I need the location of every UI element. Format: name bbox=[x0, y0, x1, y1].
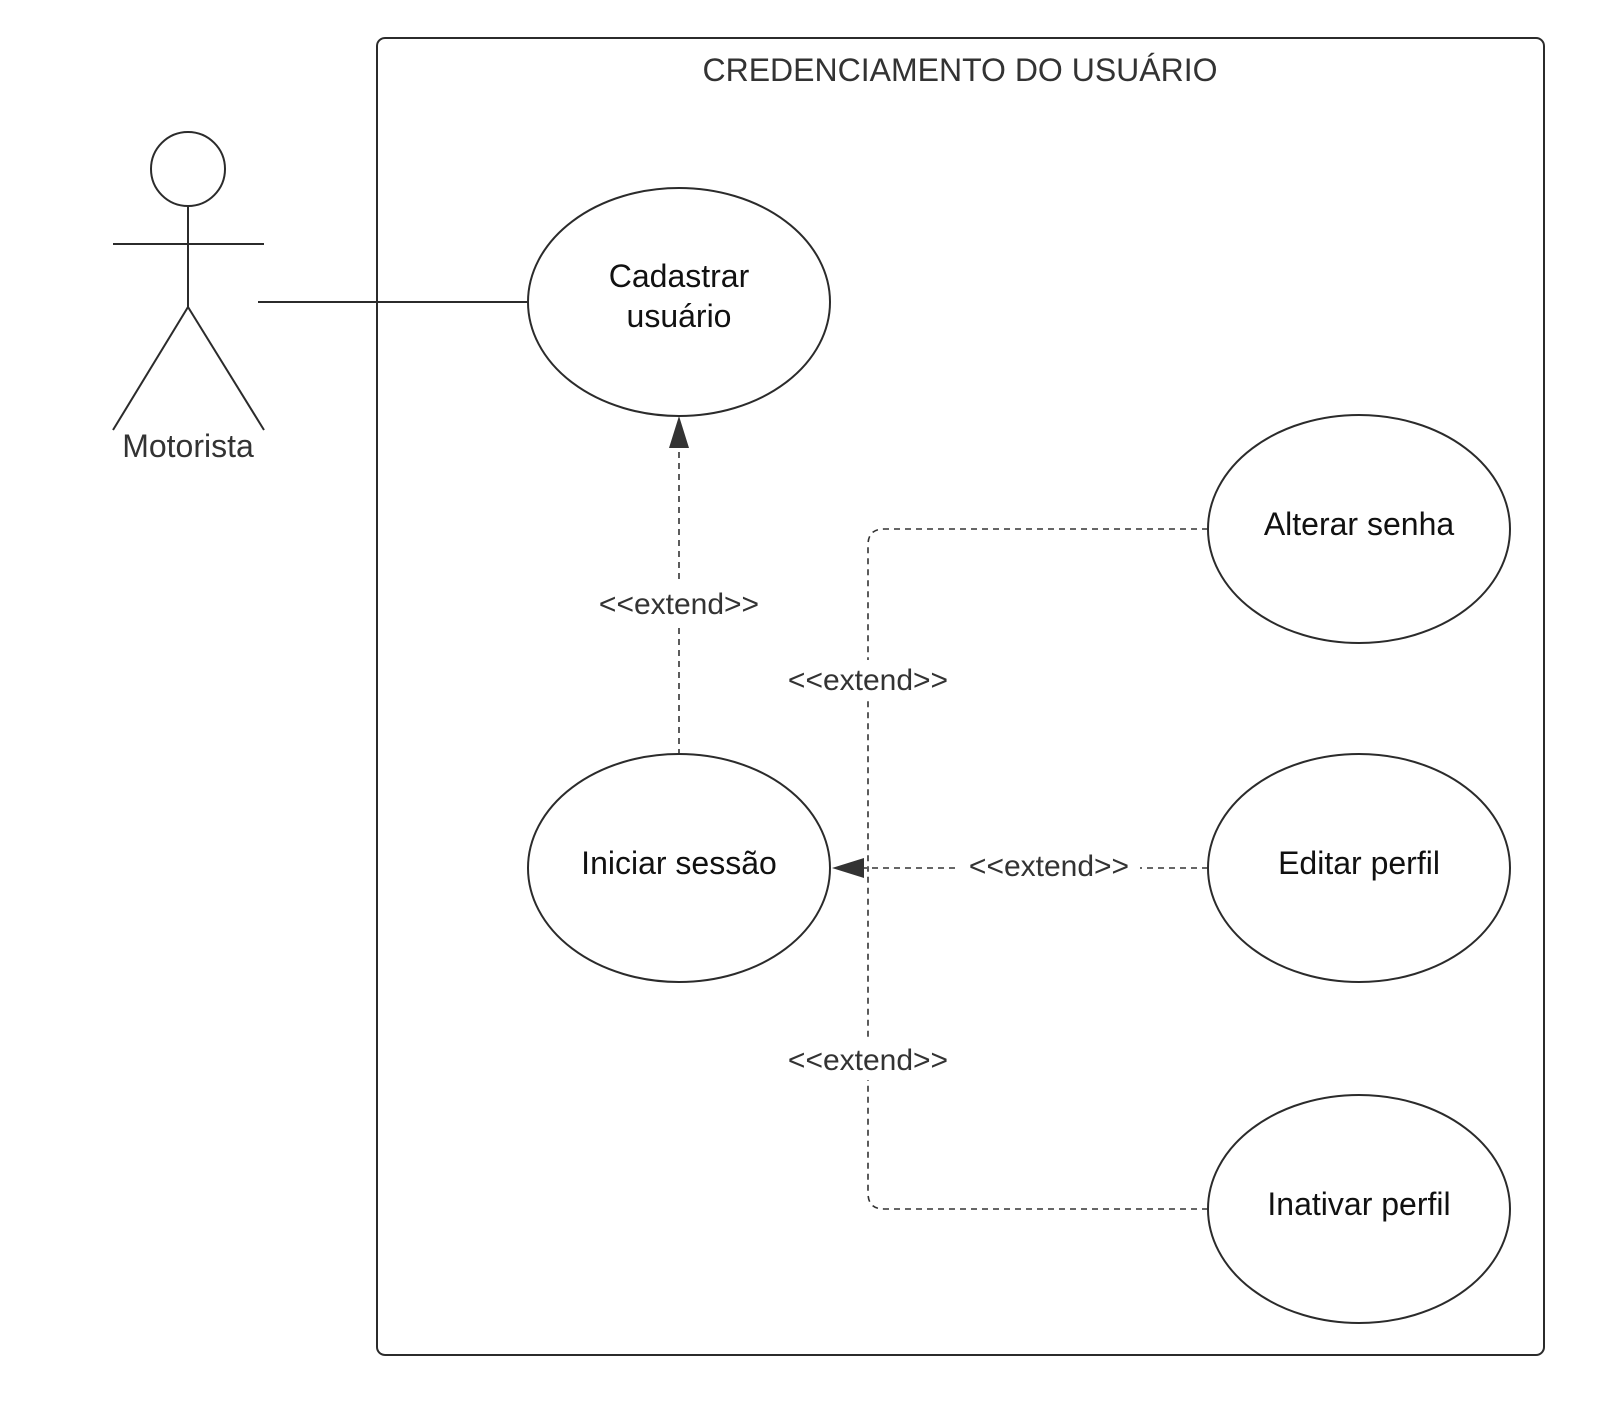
extend-label: <<extend>> bbox=[599, 588, 759, 621]
extend-label: <<extend>> bbox=[969, 850, 1129, 883]
extend-label: <<extend>> bbox=[788, 664, 948, 697]
use-case-label: Editar perfil bbox=[1278, 845, 1440, 881]
use-case-ellipse bbox=[1207, 753, 1511, 983]
use-case-label-line-2: usuário bbox=[627, 298, 732, 334]
stick-figure-icon bbox=[112, 131, 265, 431]
use-case-cadastrar-usuario[interactable]: Cadastrar usuário bbox=[527, 187, 831, 417]
extend-label: <<extend>> bbox=[788, 1044, 948, 1077]
use-case-ellipse bbox=[1207, 1094, 1511, 1324]
actor-motorista[interactable]: Motorista bbox=[112, 131, 265, 464]
use-case-inativar-perfil[interactable]: Inativar perfil bbox=[1207, 1094, 1511, 1324]
extend-alterar-to-iniciar: <<extend>> bbox=[772, 528, 1208, 868]
system-boundary: CREDENCIAMENTO DO USUÁRIO bbox=[376, 37, 1545, 1356]
arrowhead-icon bbox=[669, 416, 689, 448]
extend-inativar-to-iniciar: <<extend>> bbox=[772, 868, 1208, 1210]
use-case-iniciar-sessao[interactable]: Iniciar sessão bbox=[527, 753, 831, 983]
use-case-label: Alterar senha bbox=[1264, 506, 1455, 542]
arrowhead-icon bbox=[832, 858, 864, 878]
use-case-label-line-1: Cadastrar bbox=[609, 258, 750, 294]
use-case-editar-perfil[interactable]: Editar perfil bbox=[1207, 753, 1511, 983]
extend-editar-to-iniciar: <<extend>> bbox=[832, 848, 1208, 888]
extend-line bbox=[867, 528, 1208, 868]
use-case-label: Iniciar sessão bbox=[581, 845, 777, 881]
system-boundary-title: CREDENCIAMENTO DO USUÁRIO bbox=[702, 52, 1217, 88]
extend-line bbox=[867, 868, 1208, 1210]
use-case-ellipse bbox=[527, 187, 831, 417]
system-boundary-box bbox=[376, 37, 1545, 1356]
use-case-label: Inativar perfil bbox=[1267, 1186, 1450, 1222]
use-case-alterar-senha[interactable]: Alterar senha bbox=[1207, 414, 1511, 644]
use-case-ellipse bbox=[527, 753, 831, 983]
use-case-ellipse bbox=[1207, 414, 1511, 644]
actor-name: Motorista bbox=[122, 428, 254, 464]
extend-iniciar-to-cadastrar: <<extend>> bbox=[584, 416, 774, 755]
